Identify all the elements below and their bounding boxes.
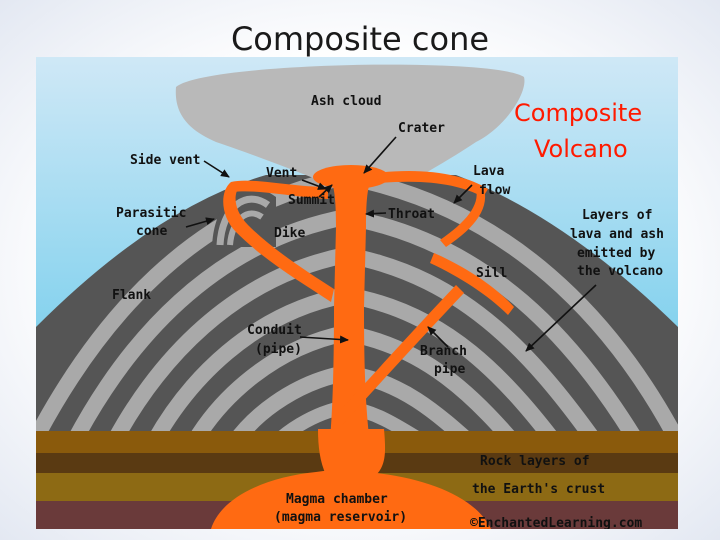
label-conduit-1: Conduit (247, 323, 302, 338)
label-copyright: ©EnchantedLearning.com (470, 516, 642, 529)
pointer-arrows (185, 136, 597, 352)
label-layers-4: the volcano (577, 264, 663, 279)
label-sill: Sill (476, 266, 507, 281)
label-lava-flow-2: flow (479, 183, 510, 198)
label-dike: Dike (274, 226, 305, 241)
label-rock-layers-2: the Earth's crust (472, 482, 605, 497)
label-branch-1: Branch (420, 344, 467, 359)
magma-system (211, 165, 514, 529)
label-magma-2: (magma reservoir) (274, 510, 407, 525)
label-parasitic-1: Parasitic (116, 206, 186, 221)
ash-cloud (175, 64, 525, 179)
label-side-vent: Side vent (130, 153, 200, 168)
label-magma-1: Magma chamber (286, 492, 388, 507)
heading-line-2: Volcano (534, 135, 628, 163)
magma-lower (211, 429, 491, 529)
label-ash-cloud: Ash cloud (311, 94, 381, 109)
slide-title: Composite cone (230, 20, 490, 58)
label-branch-2: pipe (434, 362, 465, 377)
label-parasitic-2: cone (136, 224, 167, 239)
label-conduit-2: (pipe) (255, 342, 302, 357)
label-vent: Vent (266, 166, 297, 181)
label-flank: Flank (112, 288, 151, 303)
volcano-diagram: Composite Volcano Ash cloud Crater Side … (36, 57, 678, 529)
heading-line-1: Composite (514, 99, 642, 127)
label-crater: Crater (398, 121, 445, 136)
label-layers-1: Layers of (582, 208, 652, 223)
label-summit: Summit (288, 193, 335, 208)
label-lava-flow-1: Lava (473, 164, 504, 179)
label-rock-layers-1: Rock layers of (480, 454, 590, 469)
label-throat: Throat (388, 207, 435, 222)
label-layers-2: lava and ash (570, 227, 664, 242)
label-layers-3: emitted by (577, 246, 655, 261)
